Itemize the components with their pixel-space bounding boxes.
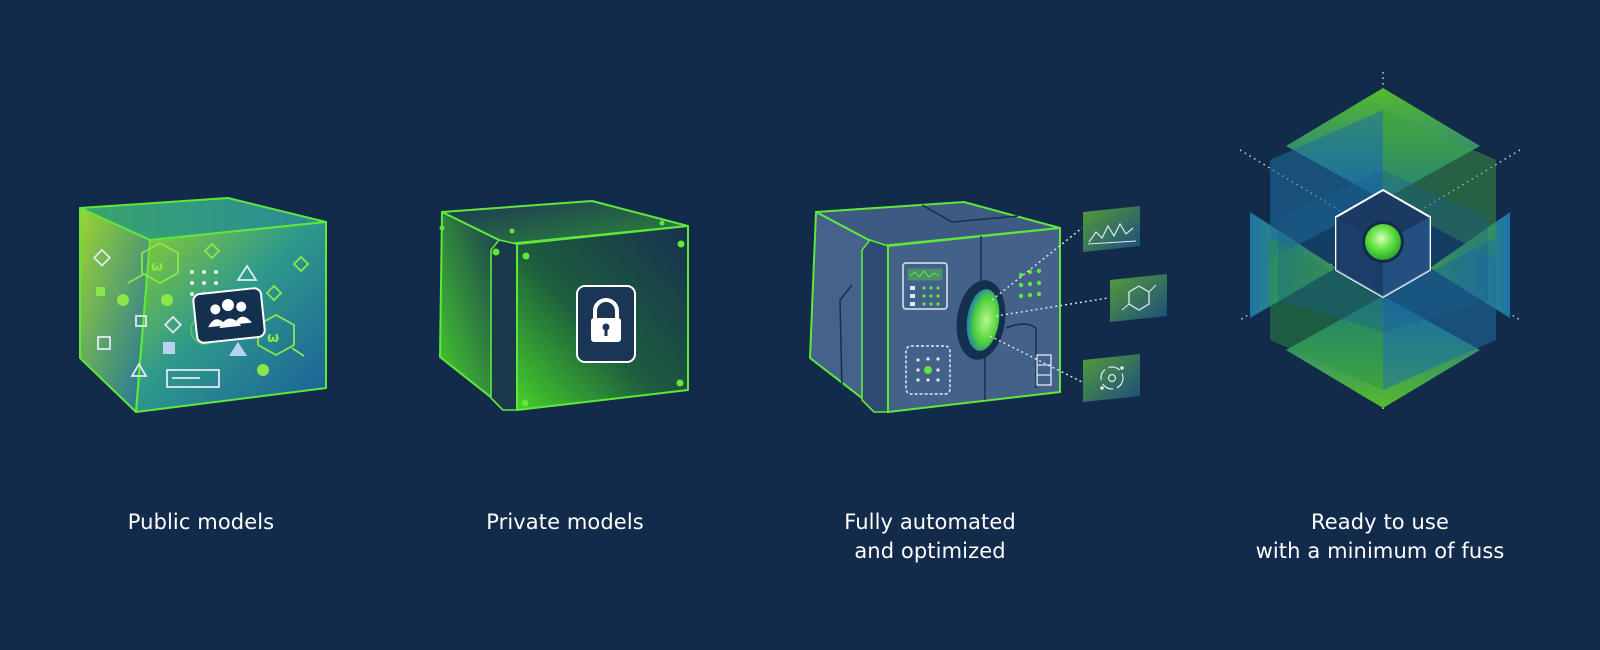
feature-caption-private: Private models [405,508,725,537]
line-chart-tile-icon [1083,206,1140,252]
svg-text:ω: ω [267,330,279,346]
feature-caption-automated: Fully automated and optimized [770,508,1090,566]
feature-caption-line: Public models [127,510,275,534]
lens-icon [956,280,1006,360]
feature-caption-line: with a minimum of fuss [1255,539,1505,563]
feature-caption-line: Private models [486,510,644,534]
lock-icon [576,285,636,363]
private-models-lock-cube-icon [439,200,689,411]
cycle-tile-icon [1083,354,1140,402]
molecule-tile-icon [1110,274,1167,322]
users-icon [192,287,266,344]
automated-safe-cube-icon [809,201,1167,413]
public-models-cube-icon: ω ω [79,197,327,413]
ready-hexagon-cube-icon [1239,72,1521,410]
feature-caption-line: Fully automated [844,510,1016,534]
keypad-icon [902,262,948,310]
feature-caption-line: Ready to use [1311,510,1449,534]
feature-caption-line: and optimized [854,539,1006,563]
feature-caption-public: Public models [41,508,361,537]
feature-caption-ready: Ready to use with a minimum of fuss [1220,508,1540,566]
dial-panel-icon [905,345,951,395]
svg-text:ω: ω [151,259,163,275]
